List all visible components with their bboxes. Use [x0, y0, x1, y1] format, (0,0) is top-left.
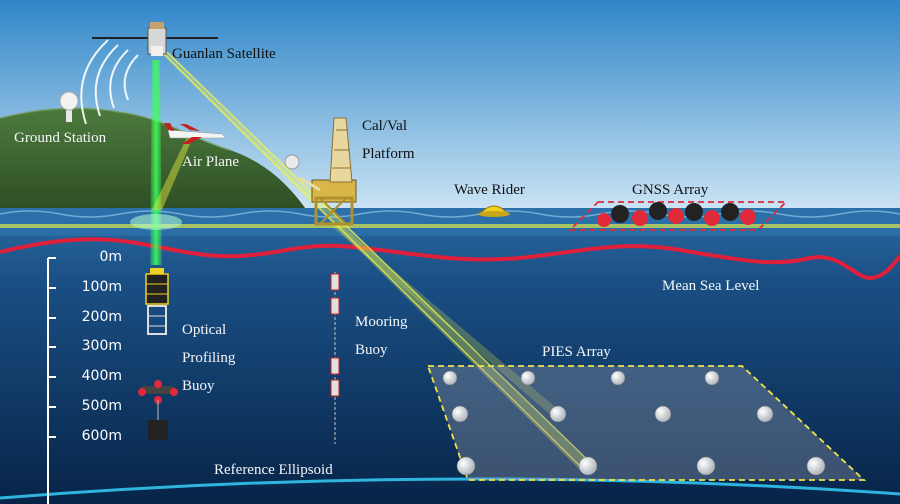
satellite-icon: [92, 22, 218, 56]
reference-ellipsoid-line: [0, 477, 900, 500]
yellow-beam-platform: [330, 225, 566, 416]
mooring-buoy-icon: [330, 272, 340, 444]
depth-label-500: 500m: [81, 398, 122, 414]
pies-array-label: PIES Array: [542, 344, 611, 360]
yellow-beam-airplane: [152, 135, 194, 210]
wave-rider-label: Wave Rider: [454, 182, 525, 198]
airplane-icon: [164, 123, 227, 144]
satellite-label: Guanlan Satellite: [172, 46, 276, 62]
ground-station-label: Ground Station: [14, 130, 107, 146]
depth-label-300: 300m: [81, 338, 122, 354]
gnss-array-label: GNSS Array: [632, 182, 709, 198]
optical-buoy-label-line2: Profiling: [182, 350, 236, 366]
ground-station-icon: [59, 91, 79, 122]
wave-rider-icon: [478, 205, 510, 217]
calval-label-line2: Platform: [362, 146, 415, 162]
depth-label-100: 100m: [81, 279, 122, 295]
reference-ellipsoid-label: Reference Ellipsoid: [214, 462, 333, 478]
airplane-label: Air Plane: [182, 154, 240, 170]
optical-buoy-label-line3: Buoy: [182, 378, 215, 394]
mean-sea-level-label: Mean Sea Level: [662, 278, 760, 294]
mooring-buoy-label-line1: Mooring: [355, 314, 408, 330]
depth-label-200: 200m: [81, 309, 122, 325]
pies-array: [426, 365, 867, 481]
depth-label-0: 0m: [99, 249, 122, 265]
optical-buoy-label-line1: Optical: [182, 322, 227, 338]
calval-platform-icon: [284, 117, 357, 226]
gnss-array: [567, 201, 789, 231]
green-beam: [150, 60, 162, 265]
mooring-buoy-label-line2: Buoy: [355, 342, 388, 358]
calval-label-line1: Cal/Val: [362, 118, 407, 134]
depth-label-400: 400m: [81, 368, 122, 384]
radio-waves: [80, 39, 139, 125]
depth-label-600: 600m: [81, 428, 122, 444]
optical-profiling-buoy-icon: [138, 268, 178, 440]
